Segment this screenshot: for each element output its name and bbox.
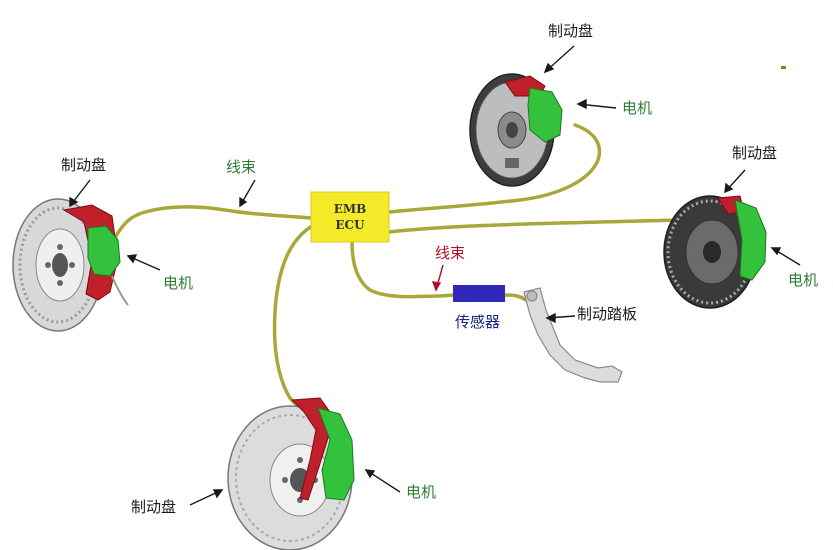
label-disc-top: 制动盘	[548, 22, 594, 40]
wire-to-left-wheel	[113, 205, 314, 240]
bottom-brake-assembly	[227, 397, 355, 550]
wire-to-bottom-wheel	[272, 224, 314, 414]
wire-to-sensor	[350, 240, 457, 299]
left-motor	[87, 225, 121, 277]
pointer-arrows	[69, 45, 801, 506]
wiring-harness	[113, 123, 702, 414]
label-harness-center: 线束	[435, 244, 466, 262]
top-brake-assembly	[469, 73, 563, 187]
label-sensor: 传感器	[455, 313, 501, 331]
label-motor-left: 电机	[163, 274, 194, 292]
ecu-box	[310, 191, 390, 243]
sensor-box	[453, 285, 505, 302]
bottom-caliper	[290, 397, 331, 501]
bottom-motor	[317, 407, 355, 501]
label-motor-right: 电机	[788, 271, 819, 289]
label-pedal: 制动踏板	[577, 305, 638, 323]
ecu-label: EMB ECU	[311, 192, 389, 242]
right-brake-assembly	[663, 195, 767, 309]
label-disc-left: 制动盘	[61, 156, 107, 174]
brake-pedal	[523, 287, 623, 383]
left-brake-assembly	[12, 198, 129, 332]
wire-to-top-wheel	[387, 123, 602, 214]
corner-mark	[781, 66, 786, 69]
top-motor	[527, 87, 563, 143]
wire-to-right-wheel	[387, 218, 702, 234]
label-motor-bottom: 电机	[406, 483, 437, 501]
label-motor-top: 电机	[622, 99, 653, 117]
label-disc-bottom: 制动盘	[131, 498, 177, 516]
label-disc-right: 制动盘	[732, 144, 778, 162]
label-harness-left: 线束	[226, 158, 257, 176]
ecu-label-line2: ECU	[335, 218, 365, 232]
wire-sensor-to-pedal	[503, 293, 528, 302]
right-motor	[734, 199, 767, 281]
ecu-label-line1: EMB	[333, 201, 367, 216]
